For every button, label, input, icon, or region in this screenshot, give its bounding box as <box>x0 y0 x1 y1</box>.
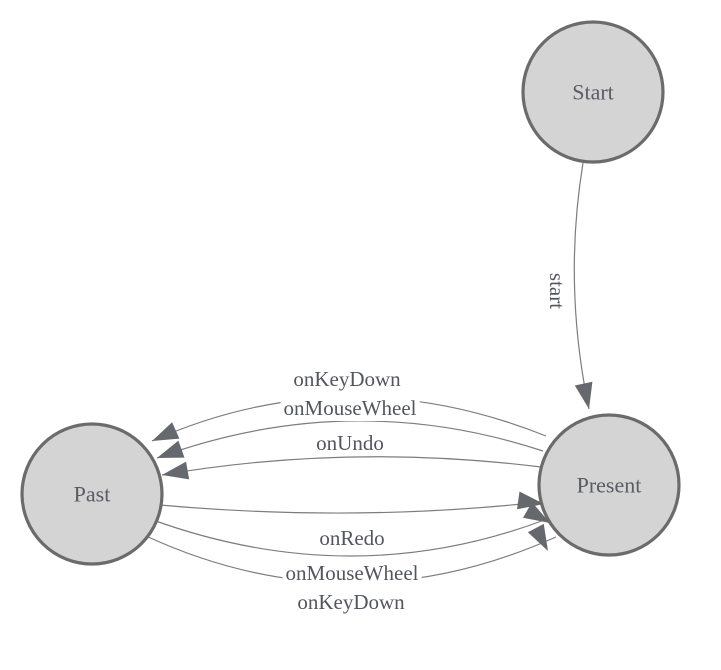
node-circle-past[interactable] <box>20 422 164 566</box>
node-label-start: Start <box>572 80 614 105</box>
edge-present-to-past-onmousewheel[interactable] <box>156 420 544 459</box>
edge-line-past-to-present-onmousewheel[interactable] <box>152 518 548 557</box>
edge-label-present-to-past-onkeydown: onKeyDown <box>293 367 401 391</box>
node-label-past: Past <box>74 482 111 507</box>
edge-start-to-present[interactable] <box>573 162 590 410</box>
node-label-present: Present <box>577 473 642 498</box>
state-node-start[interactable]: Start <box>521 20 665 164</box>
edge-label-past-to-present-onkeydown: onKeyDown <box>297 590 405 614</box>
edge-label-past-to-present-onredo: onRedo <box>319 526 384 550</box>
edge-label-group-past-to-present-onmousewheel: onMouseWheel <box>282 560 422 586</box>
edge-label-present-to-past-onmousewheel: onMouseWheel <box>284 396 417 420</box>
arrowhead-past-to-present-onkeydown <box>527 523 548 551</box>
edge-label-group-present-to-past-onmousewheel: onMouseWheel <box>280 395 420 421</box>
edge-present-to-past-onundo[interactable] <box>161 456 542 476</box>
state-node-past[interactable]: Past <box>20 422 164 566</box>
edge-label-present-to-past-onundo: onUndo <box>316 431 384 455</box>
edge-label-group-present-to-past-onundo: onUndo <box>313 430 387 456</box>
edge-label-start-to-present: start <box>545 273 569 309</box>
edge-label-group-present-to-past-onkeydown: onKeyDown <box>290 366 405 392</box>
arrowhead-start-to-present <box>574 381 593 409</box>
node-circle-present[interactable] <box>537 413 681 557</box>
edge-past-to-present-onredo[interactable] <box>159 501 542 514</box>
arrowhead-present-to-past-onkeydown <box>152 422 180 441</box>
arrowhead-past-to-present-onmousewheel <box>522 502 550 523</box>
arrowhead-present-to-past-onmousewheel <box>157 440 185 458</box>
edge-label-group-past-to-present-onkeydown: onKeyDown <box>294 589 409 615</box>
edge-line-present-to-past-onmousewheel[interactable] <box>156 420 544 459</box>
edge-line-past-to-present-onredo[interactable] <box>159 501 542 514</box>
edge-label-halo-past-to-present-onkeydown <box>294 589 409 615</box>
edge-label-group-start-to-present: start <box>545 273 569 309</box>
edge-past-to-present-onmousewheel[interactable] <box>152 518 548 557</box>
edge-label-halo-present-to-past-onmousewheel <box>280 395 420 421</box>
edge-label-halo-present-to-past-onundo <box>313 430 387 456</box>
node-circle-start[interactable] <box>521 20 665 164</box>
arrowhead-present-to-past-onundo <box>162 461 190 480</box>
edge-label-group-past-to-present-onredo: onRedo <box>316 525 388 551</box>
edge-label-past-to-present-onmousewheel: onMouseWheel <box>286 561 419 585</box>
arrowhead-past-to-present-onredo <box>517 491 544 510</box>
state-node-present[interactable]: Present <box>537 413 681 557</box>
edge-label-halo-past-to-present-onredo <box>316 525 388 551</box>
edge-label-halo-present-to-past-onkeydown <box>290 366 405 392</box>
edge-line-present-to-past-onundo[interactable] <box>161 456 542 476</box>
edge-line-start-to-present[interactable] <box>573 162 590 410</box>
edge-label-halo-past-to-present-onmousewheel <box>282 560 422 586</box>
